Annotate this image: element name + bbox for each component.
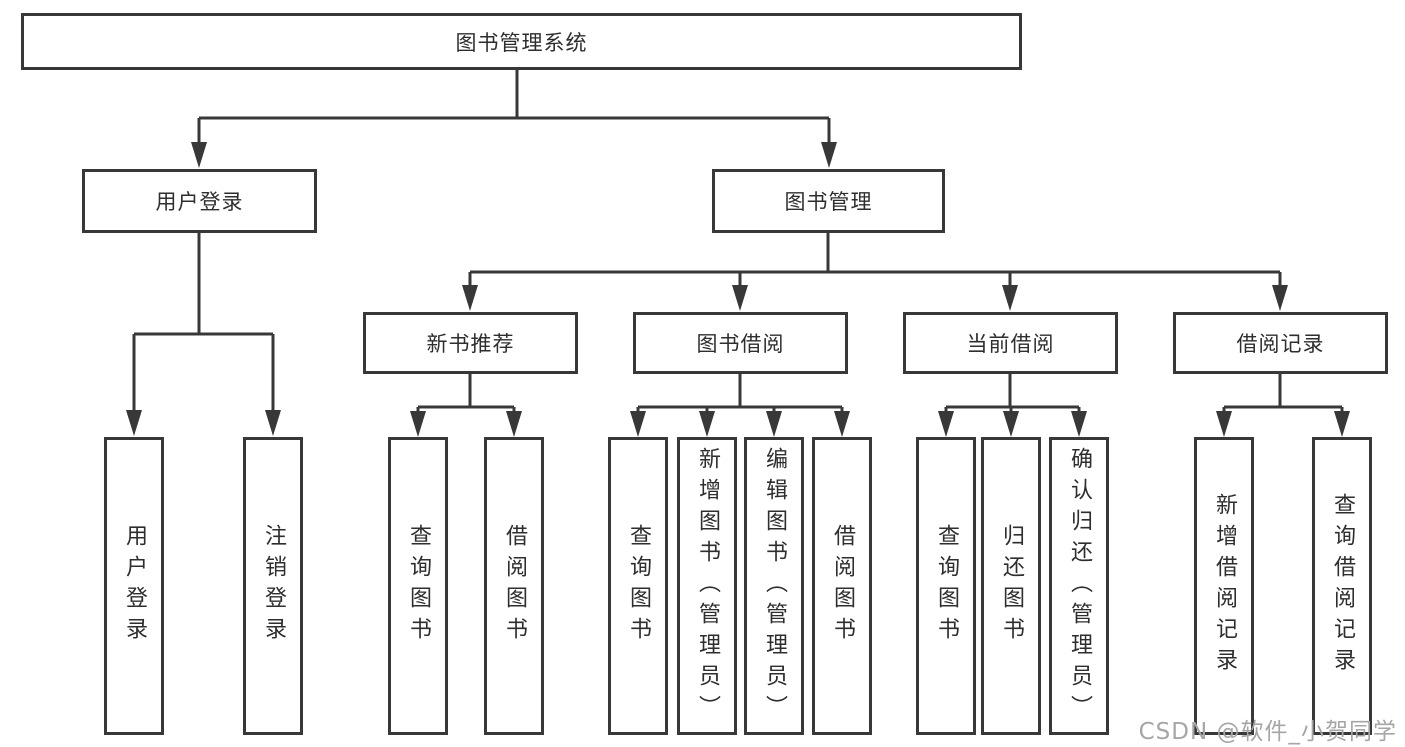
- leaf-newbook-query: 查询图书: [388, 437, 448, 735]
- node-root: 图书管理系统: [21, 13, 1022, 70]
- node-book-management-label: 图书管理: [784, 190, 873, 214]
- leaf-borrow-borrow-label: 借阅图书: [830, 524, 855, 648]
- leaf-current-query: 查询图书: [916, 437, 976, 735]
- node-current-borrow: 当前借阅: [903, 312, 1118, 374]
- node-user-login: 用户登录: [82, 169, 317, 233]
- node-user-login-label: 用户登录: [155, 190, 244, 214]
- leaf-borrow-add-label: 新增图书（管理员）: [695, 446, 720, 726]
- arrow-down-icon: [462, 285, 478, 311]
- leaf-user-login-label: 用户登录: [122, 524, 147, 648]
- leaf-borrow-query: 查询图书: [608, 437, 668, 735]
- arrow-down-icon: [506, 411, 522, 437]
- node-book-borrow: 图书借阅: [633, 312, 848, 374]
- arrow-down-icon: [410, 411, 426, 437]
- arrow-down-icon: [699, 411, 715, 437]
- arrow-down-icon: [1003, 411, 1019, 437]
- leaf-record-query: 查询借阅记录: [1312, 437, 1372, 735]
- leaf-record-add-label: 新增借阅记录: [1212, 493, 1237, 679]
- arrow-down-icon: [834, 411, 850, 437]
- node-borrow-record: 借阅记录: [1173, 312, 1388, 374]
- node-book-borrow-label: 图书借阅: [696, 332, 785, 356]
- leaf-newbook-borrow-label: 借阅图书: [502, 524, 527, 648]
- leaf-record-add: 新增借阅记录: [1194, 437, 1254, 735]
- leaf-newbook-query-label: 查询图书: [406, 524, 431, 648]
- arrow-down-icon: [265, 410, 281, 436]
- arrow-down-icon: [126, 410, 142, 436]
- arrow-down-icon: [938, 411, 954, 437]
- arrow-down-icon: [1071, 411, 1087, 437]
- arrow-down-icon: [1002, 285, 1018, 311]
- node-borrow-record-label: 借阅记录: [1236, 332, 1325, 356]
- leaf-borrow-edit-label: 编辑图书（管理员）: [762, 446, 787, 726]
- connector-user-login-children: [132, 233, 275, 412]
- arrow-down-icon: [630, 411, 646, 437]
- node-current-borrow-label: 当前借阅: [966, 332, 1055, 356]
- leaf-record-query-label: 查询借阅记录: [1330, 493, 1355, 679]
- connector-borrow-record-children: [1222, 374, 1344, 413]
- leaf-current-return: 归还图书: [981, 437, 1041, 735]
- csdn-watermark: CSDN @软件_小贺同学: [1138, 719, 1397, 745]
- node-book-management: 图书管理: [712, 169, 945, 233]
- arrow-down-icon: [1216, 411, 1232, 437]
- arrow-down-icon: [1334, 411, 1350, 437]
- connector-new-book-children: [416, 374, 516, 413]
- leaf-current-confirm-label: 确认归还（管理员）: [1067, 446, 1092, 726]
- leaf-borrow-borrow: 借阅图书: [812, 437, 872, 735]
- leaf-logout-label: 注销登录: [261, 524, 286, 648]
- arrow-down-icon: [766, 411, 782, 437]
- leaf-borrow-edit: 编辑图书（管理员）: [744, 437, 804, 735]
- node-root-label: 图书管理系统: [455, 30, 588, 55]
- leaf-borrow-query-label: 查询图书: [626, 524, 651, 648]
- leaf-current-confirm: 确认归还（管理员）: [1049, 437, 1109, 735]
- arrow-down-icon: [821, 142, 837, 168]
- arrow-down-icon: [191, 142, 207, 168]
- connector-root-to-level2: [197, 70, 831, 144]
- arrow-down-icon: [732, 285, 748, 311]
- connector-book-management-children: [468, 233, 1282, 288]
- connector-book-borrow-children: [636, 374, 844, 413]
- leaf-logout: 注销登录: [243, 437, 303, 735]
- leaf-newbook-borrow: 借阅图书: [484, 437, 544, 735]
- arrow-down-icon: [1272, 285, 1288, 311]
- node-new-book-recommend-label: 新书推荐: [426, 332, 515, 356]
- leaf-current-return-label: 归还图书: [999, 524, 1024, 648]
- leaf-borrow-add: 新增图书（管理员）: [677, 437, 737, 735]
- leaf-user-login: 用户登录: [104, 437, 164, 735]
- leaf-current-query-label: 查询图书: [934, 524, 959, 648]
- connector-current-borrow-children: [944, 374, 1081, 413]
- node-new-book-recommend: 新书推荐: [363, 312, 578, 374]
